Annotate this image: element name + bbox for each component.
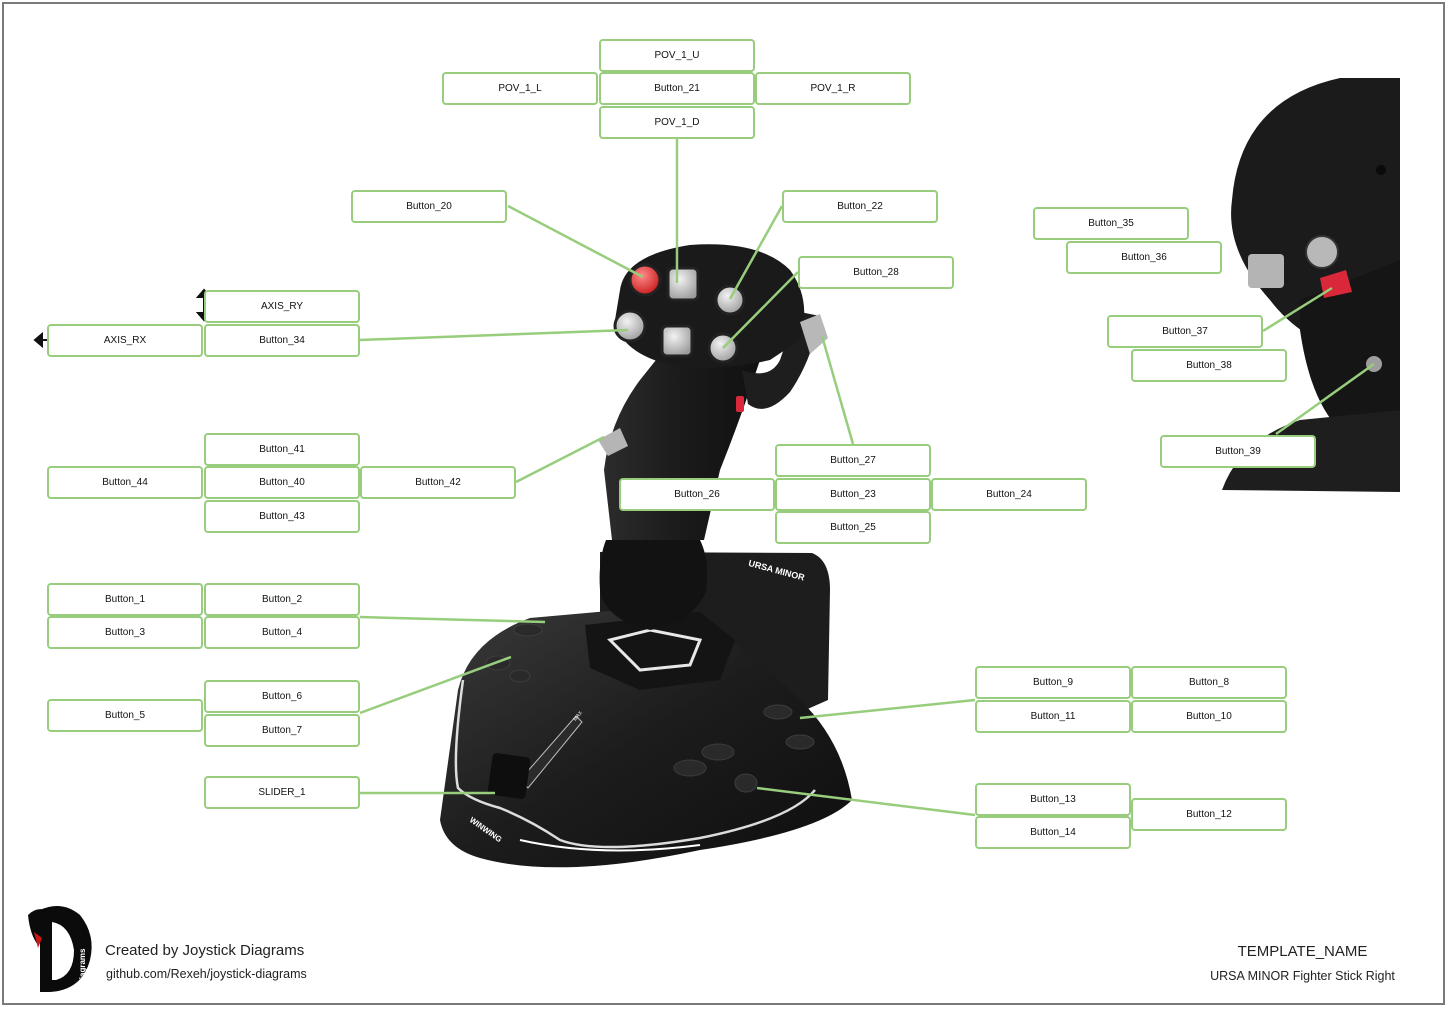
joystick-diagrams-logo: Diagrams	[28, 906, 92, 992]
inset-paddle	[1248, 254, 1284, 288]
label-button-3: Button_3	[47, 616, 203, 649]
label-pov-1-r: POV_1_R	[755, 72, 911, 105]
center-hat	[660, 324, 694, 358]
base-buttons	[485, 623, 815, 793]
label-button-38: Button_38	[1131, 349, 1287, 382]
label-button-11: Button_11	[975, 700, 1131, 733]
trigger-red	[736, 396, 744, 412]
label-button-8: Button_8	[1131, 666, 1287, 699]
label-button-37: Button_37	[1107, 315, 1263, 348]
pov-hat	[666, 266, 700, 302]
label-slider-1: SLIDER_1	[204, 776, 360, 809]
created-by-text: Created by Joystick Diagrams	[105, 942, 305, 959]
device-name: URSA MINOR Fighter Stick Right	[1210, 969, 1395, 983]
label-pov-1-l: POV_1_L	[442, 72, 598, 105]
inset-side-hat	[1305, 235, 1339, 269]
label-button-28: Button_28	[798, 256, 954, 289]
label-button-26: Button_26	[619, 478, 775, 511]
inset-detail	[1212, 78, 1400, 492]
label-button-9: Button_9	[975, 666, 1131, 699]
label-button-40: Button_40	[204, 466, 360, 499]
joystick-device: URSA MINOR WINWING MAX	[440, 244, 852, 868]
axis-hat	[613, 309, 647, 343]
label-button-39: Button_39	[1160, 435, 1316, 468]
side-hat	[800, 314, 828, 354]
template-name: TEMPLATE_NAME	[1237, 943, 1368, 960]
slider-knob	[487, 753, 531, 799]
base-body	[440, 610, 852, 868]
label-button-27: Button_27	[775, 444, 931, 477]
gimbal-plate	[585, 612, 735, 690]
label-button-23: Button_23	[775, 478, 931, 511]
base-light-strip	[454, 679, 816, 849]
leader-lines	[359, 139, 1375, 817]
label-button-1: Button_1	[47, 583, 203, 616]
red-button	[628, 263, 662, 297]
label-button-12: Button_12	[1131, 798, 1287, 831]
label-button-21: Button_21	[599, 72, 755, 105]
label-button-4: Button_4	[204, 616, 360, 649]
repo-link[interactable]: github.com/Rexeh/joystick-diagrams	[106, 967, 307, 981]
label-button-25: Button_25	[775, 511, 931, 544]
label-button-43: Button_43	[204, 500, 360, 533]
label-pov-1-u: POV_1_U	[599, 39, 755, 72]
stick-boot	[599, 540, 708, 630]
label-button-14: Button_14	[975, 816, 1131, 849]
label-button-7: Button_7	[204, 714, 360, 747]
label-button-35: Button_35	[1033, 207, 1189, 240]
label-button-34: Button_34	[204, 324, 360, 357]
label-button-2: Button_2	[204, 583, 360, 616]
label-button-44: Button_44	[47, 466, 203, 499]
gimbal-ring	[607, 628, 703, 672]
label-axis-ry: AXIS_RY	[204, 290, 360, 323]
label-button-41: Button_41	[204, 433, 360, 466]
label-button-22: Button_22	[782, 190, 938, 223]
label-button-24: Button_24	[931, 478, 1087, 511]
label-button-6: Button_6	[204, 680, 360, 713]
label-button-20: Button_20	[351, 190, 507, 223]
label-button-10: Button_10	[1131, 700, 1287, 733]
label-button-36: Button_36	[1066, 241, 1222, 274]
label-pov-1-d: POV_1_D	[599, 106, 755, 139]
slider-mark-text: MAX	[572, 710, 584, 723]
logo-text: Diagrams	[78, 948, 87, 985]
label-button-42: Button_42	[360, 466, 516, 499]
base-light-strip-lower	[519, 839, 701, 852]
label-button-13: Button_13	[975, 783, 1131, 816]
inset-grip-body	[1300, 260, 1400, 430]
inset-dot	[1376, 165, 1386, 175]
button-22-knob	[714, 284, 746, 316]
label-axis-rx: AXIS_RX	[47, 324, 203, 357]
pinky-hat	[598, 428, 628, 456]
label-button-5: Button_5	[47, 699, 203, 732]
